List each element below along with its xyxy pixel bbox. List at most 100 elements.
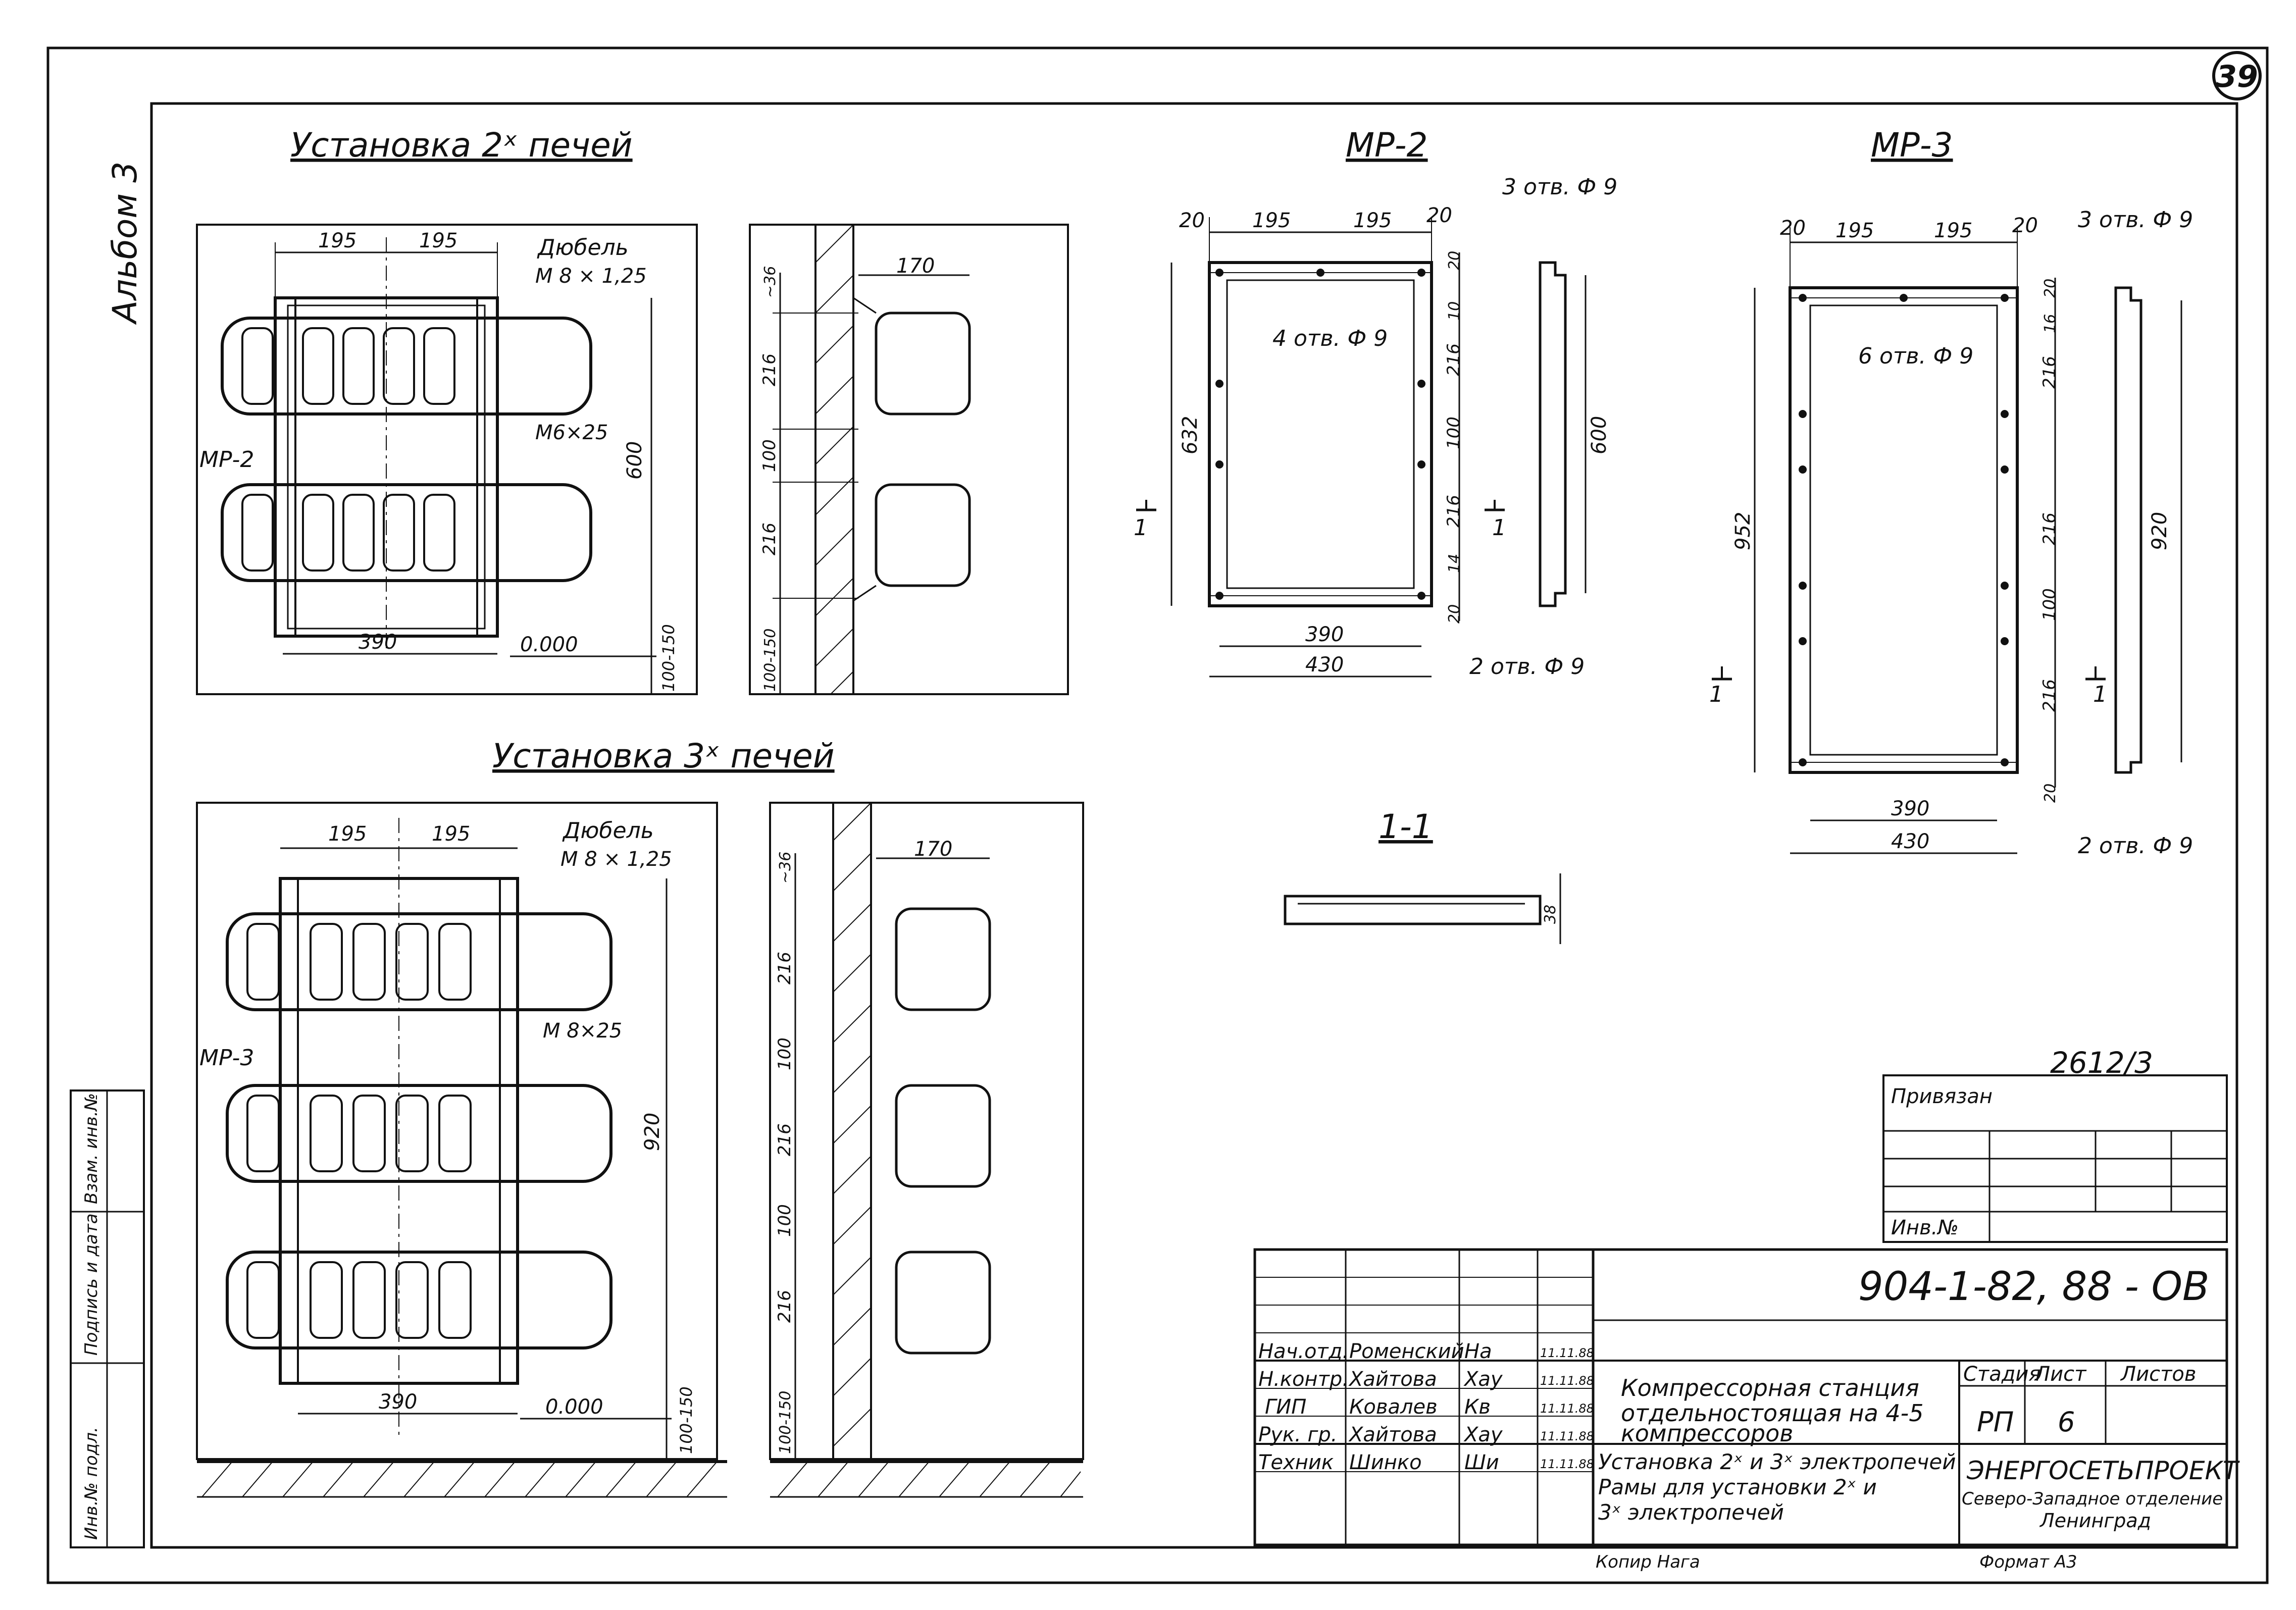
left-sidebar: Инв.№ подл. Подпись и дата Взам. инв.№	[70, 1089, 145, 1548]
install3-side-depth: 170	[914, 838, 952, 861]
section-1-1	[1284, 873, 1561, 944]
mp2-right-dim-4: 100	[1444, 417, 1464, 449]
mp2-holes-bot: 2 отв. Ф 9	[1469, 654, 1585, 680]
tb-org-1: ЭНЕРГОСЕТЬПРОЕКТ	[1966, 1456, 2240, 1485]
tb-project-title-1: Компрессорная станция	[1621, 1374, 1919, 1401]
mp3-holes-top: 3 отв. Ф 9	[2078, 207, 2193, 233]
mp3-dim-top-3: 195	[1934, 219, 1972, 242]
install3-title: Установка 3ˣ печей	[492, 737, 835, 775]
mp3-section-mark-right: 1	[2093, 682, 2107, 707]
install3-side-dim-1: ~36	[777, 852, 794, 884]
install2-height: 600	[623, 441, 646, 480]
tb-format: Формат А3	[1979, 1552, 2077, 1572]
tb-sheet-label: Лист	[2034, 1363, 2087, 1386]
mp3-right-dim-4: 216	[2039, 512, 2060, 545]
mp3-dim-top-4: 20	[2012, 214, 2038, 237]
mp3-right-dim-3: 216	[2039, 356, 2060, 389]
install2-side-dim-2: 216	[759, 353, 780, 386]
section-dim: 38	[1542, 905, 1559, 924]
mp3-dim-top-2: 195	[1835, 219, 1874, 242]
mp3-height: 952	[1731, 512, 1755, 550]
install2-level: 0.000	[520, 633, 578, 656]
mp2-dim-top-4: 20	[1426, 204, 1452, 227]
sidebar-cell-sign: Подпись и дата	[81, 1213, 101, 1356]
install2-title: Установка 2ˣ печей	[290, 126, 633, 165]
mp3-drawing	[1712, 227, 2182, 854]
mp3-inner-width: 390	[1891, 797, 1929, 820]
install3-frame-label: МР-3	[199, 1045, 254, 1071]
mp2-right-dim-5: 216	[1444, 495, 1464, 528]
tb-role-3: ГИП	[1265, 1395, 1306, 1419]
tb-sheet-title-3: 3ˣ электропечей	[1598, 1500, 1784, 1525]
install2-width: 390	[359, 631, 397, 654]
mp2-right-dim-1: 20	[1446, 251, 1463, 270]
install3-side-view	[769, 802, 1084, 1498]
tb-date-3: 11.11.88	[1540, 1401, 1594, 1416]
mp2-dim-top-1: 20	[1179, 209, 1205, 232]
install2-dim-top-2: 195	[419, 229, 457, 252]
install2-front-view	[196, 224, 698, 695]
mp3-side-height: 920	[2148, 512, 2171, 550]
install3-dowel-spec: М 8 × 1,25	[560, 848, 672, 871]
install3-dowel-label: Дюбель	[562, 818, 654, 844]
mp2-section-mark-right: 1	[1492, 515, 1506, 541]
install3-front-view	[196, 802, 727, 1498]
mp3-holes-mid: 6 отв. Ф 9	[1858, 343, 1973, 369]
mp2-section-mark-left: 1	[1134, 515, 1148, 541]
install2-side-dim-4: 216	[759, 523, 780, 555]
tb-ref-number: 2612/3	[2050, 1046, 2153, 1080]
mp3-right-dim-5: 100	[2039, 588, 2060, 621]
tb-name-4: Хайтова	[1348, 1423, 1437, 1446]
tb-copied: Копир Нага	[1596, 1552, 1700, 1572]
install3-side-dim-6: 216	[775, 1290, 795, 1323]
tb-stage-label: Стадия	[1963, 1363, 2040, 1386]
mp2-dim-top-3: 195	[1353, 209, 1392, 232]
mp2-right-dim-6: 14	[1446, 554, 1463, 573]
mp3-title: МР-3	[1871, 126, 1953, 165]
sidebar-cell-replace: Взам. инв.№	[81, 1093, 101, 1204]
tb-sheet-title-2: Рамы для установки 2ˣ и	[1598, 1475, 1877, 1499]
mp2-dim-top-2: 195	[1252, 209, 1291, 232]
install2-dim-top-1: 195	[318, 229, 356, 252]
tb-name-3: Ковалев	[1349, 1395, 1438, 1419]
mp2-title: МР-2	[1346, 126, 1428, 165]
install3-height: 920	[641, 1113, 664, 1151]
tb-sign-5: Ши	[1464, 1451, 1499, 1474]
mp3-right-dim-7: 20	[2042, 784, 2059, 803]
install3-side-dim-2: 216	[775, 952, 795, 984]
tb-name-2: Хайтова	[1348, 1368, 1437, 1391]
mp3-section-mark-left: 1	[1709, 682, 1723, 707]
mp3-dim-top-1: 20	[1780, 217, 1806, 240]
tb-date-4: 11.11.88	[1540, 1429, 1594, 1443]
install3-floor-gap: 100-150	[677, 1386, 696, 1454]
install2-side-dim-3: 100	[759, 439, 780, 472]
install2-side-view	[749, 224, 1069, 695]
tb-inv-label: Инв.№	[1891, 1216, 1959, 1239]
install2-dowel-label: Дюбель	[537, 235, 629, 261]
tb-sign-2: Хау	[1463, 1368, 1503, 1391]
tb-name-1: Роменский	[1349, 1340, 1464, 1363]
tb-sign-4: Хау	[1463, 1423, 1503, 1446]
install3-side-dim-3: 100	[775, 1037, 795, 1070]
tb-project-title-2: отдельностоящая на 4-5	[1621, 1399, 1924, 1427]
sidebar-cell-inv: Инв.№ подл.	[81, 1427, 101, 1540]
tb-date-1: 11.11.88	[1540, 1346, 1594, 1360]
install2-side-dim-1: ~36	[761, 266, 779, 298]
install2-bolt-spec: М6×25	[535, 421, 608, 444]
mp2-right-dim-2: 10	[1446, 301, 1463, 321]
tb-org-3: Ленинград	[2039, 1510, 2151, 1532]
install2-frame-label: МР-2	[199, 447, 254, 473]
install2-side-depth: 170	[896, 254, 935, 278]
sheet-number-badge: 39	[2212, 51, 2262, 100]
mp3-right-dim-1: 20	[2042, 279, 2059, 298]
mp3-right-dim-2: 16	[2042, 314, 2059, 333]
tb-role-1: Нач.отд.	[1258, 1340, 1349, 1363]
install2-dowel-spec: М 8 × 1,25	[535, 265, 647, 288]
mp2-drawing	[1136, 217, 1587, 678]
install2-side-dim-5: 100-150	[761, 629, 779, 692]
album-label: Альбом 3	[106, 162, 144, 325]
tb-role-5: Техник	[1258, 1451, 1334, 1474]
mp2-inner-width: 390	[1305, 623, 1344, 646]
install3-dim-top-2: 195	[432, 822, 470, 846]
